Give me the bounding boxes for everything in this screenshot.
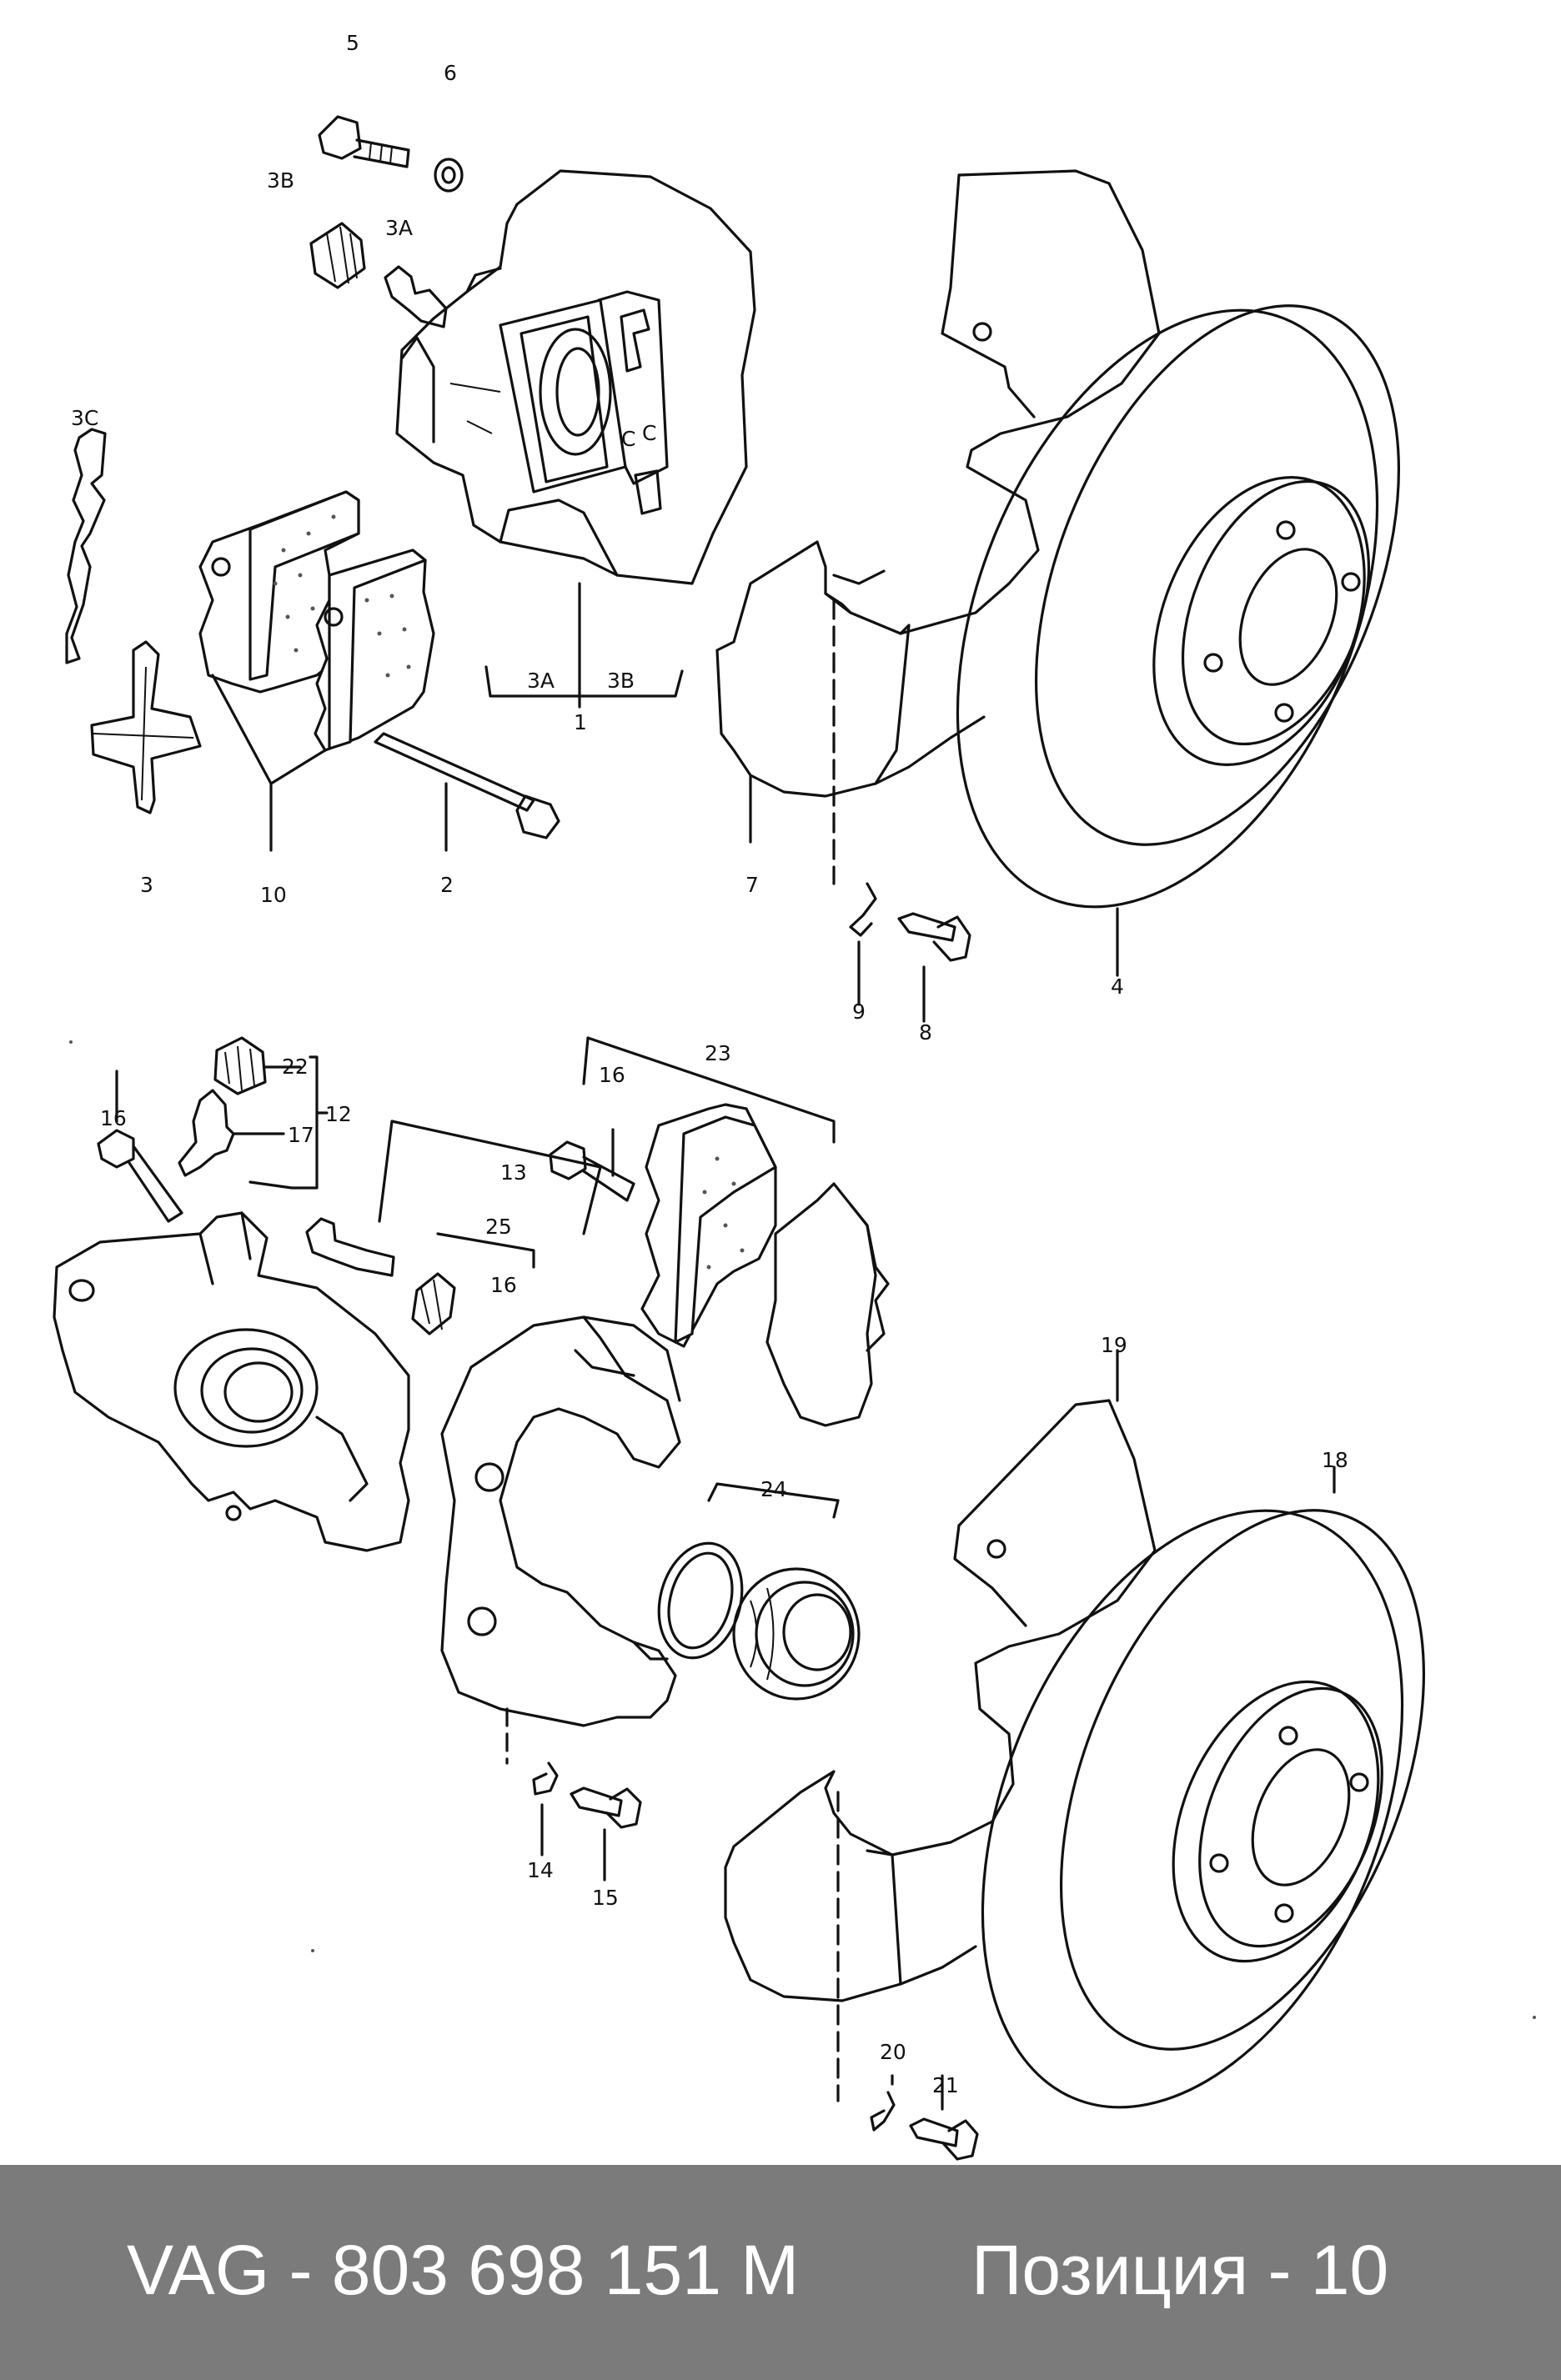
part-23-brake-pad-set xyxy=(582,1036,890,1427)
callout-20: 20 xyxy=(880,2040,906,2064)
callout-21: 21 xyxy=(932,2073,959,2097)
brake-parts-exploded-diagram: 5 6 3B 3A 3C C C 3A 3B 1 3 10 2 7 9 8 4 … xyxy=(53,31,1536,2161)
callout-3b-bracket: 3B xyxy=(607,669,635,693)
part-rear-brake-caliper xyxy=(53,1211,410,1552)
part-7-splash-shield xyxy=(715,169,1161,844)
part-guide-pin xyxy=(305,1120,602,1277)
callout-16-mid: 16 xyxy=(599,1063,625,1087)
callout-3b-top: 3B xyxy=(267,168,294,193)
callout-25: 25 xyxy=(485,1215,512,1239)
callout-23: 23 xyxy=(705,1041,731,1065)
callout-9: 9 xyxy=(852,1000,866,1024)
part-1-brake-caliper xyxy=(395,169,756,585)
position-number: Позиция - 10 xyxy=(971,2231,1389,2309)
part-3-spreader-spring xyxy=(90,640,202,814)
part-15-hex-bolt xyxy=(570,1786,642,1881)
callout-10: 10 xyxy=(260,883,287,907)
callout-7: 7 xyxy=(745,873,759,897)
part-2-retaining-pin xyxy=(374,732,560,852)
callout-3a-bracket: 3A xyxy=(527,669,555,693)
callout-16-sleeve: 16 xyxy=(490,1273,517,1297)
part-22-dust-cap xyxy=(213,1036,302,1095)
callout-1: 1 xyxy=(574,710,587,734)
callout-19: 19 xyxy=(1101,1333,1127,1357)
callout-c1: C xyxy=(621,427,635,451)
callout-18: 18 xyxy=(1322,1448,1348,1472)
bracket-12 xyxy=(248,1055,329,1190)
callout-14: 14 xyxy=(527,1858,554,1882)
callout-16-left: 16 xyxy=(100,1106,127,1130)
part-21-hex-bolt xyxy=(909,2074,979,2161)
part-24-seal-kit xyxy=(657,1482,861,1701)
callout-22: 22 xyxy=(282,1055,309,1079)
callout-15: 15 xyxy=(592,1886,619,1910)
part-20-spring-washer xyxy=(870,2074,896,2132)
callout-2: 2 xyxy=(440,873,454,897)
callout-3c: 3C xyxy=(71,406,98,430)
callout-3a-top: 3A xyxy=(385,216,413,240)
callout-6: 6 xyxy=(444,61,457,85)
part-5-bolt xyxy=(318,115,410,168)
part-4-brake-disc xyxy=(956,304,1400,977)
part-10-brake-pad-set xyxy=(198,490,435,852)
part-3b-dust-cap xyxy=(309,222,366,289)
part-16-bolt-left xyxy=(97,1070,183,1223)
callout-c2: C xyxy=(642,421,656,445)
callout-24: 24 xyxy=(760,1477,787,1501)
part-3a-bleed-valve xyxy=(384,265,448,328)
callout-12: 12 xyxy=(325,1102,352,1126)
callout-17: 17 xyxy=(288,1123,314,1147)
part-25-guide-sleeve xyxy=(411,1232,535,1335)
callout-3: 3 xyxy=(140,873,153,897)
callout-5: 5 xyxy=(346,31,359,55)
part-number: VAG - 803 698 151 M xyxy=(127,2231,800,2309)
part-caliper-carrier xyxy=(440,1315,681,1727)
part-info-footer: VAG - 803 698 151 M Позиция - 10 xyxy=(0,2165,1561,2380)
part-6-spring-washer xyxy=(434,158,464,193)
part-18-brake-disc xyxy=(981,1466,1425,2109)
callout-4: 4 xyxy=(1111,975,1124,999)
part-17-bleed-valve xyxy=(178,1089,285,1177)
part-3c-spring-clip xyxy=(65,428,107,664)
part-19-splash-shield xyxy=(724,1349,1157,2002)
bracket-3a-3b xyxy=(484,665,684,698)
part-8-hex-bolt xyxy=(897,912,971,1023)
part-9-spring-washer xyxy=(849,882,877,1006)
callout-8: 8 xyxy=(919,1020,932,1045)
part-14-spring-washer xyxy=(532,1761,559,1856)
part-16-bolt-middle xyxy=(549,1128,635,1202)
callout-13: 13 xyxy=(500,1160,527,1185)
